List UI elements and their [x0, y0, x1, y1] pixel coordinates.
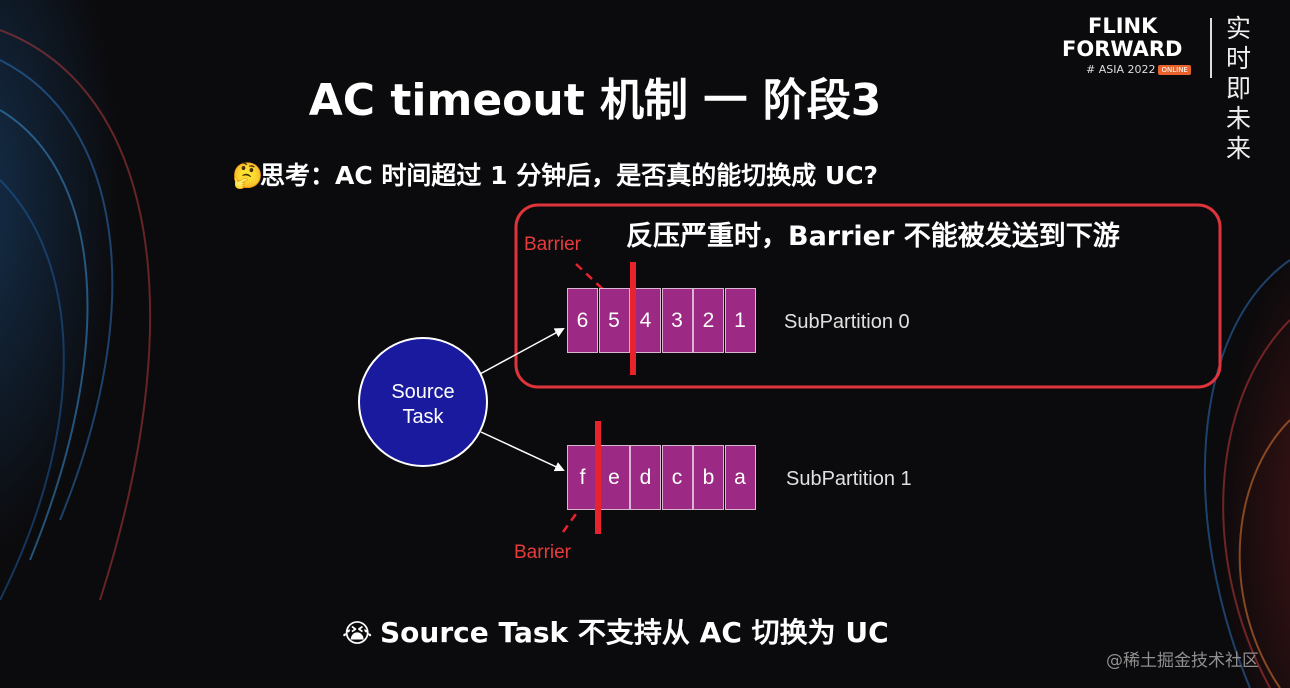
subpartition1-cell: b	[693, 445, 724, 510]
callout-text: 反压严重时，Barrier 不能被发送到下游	[626, 221, 1120, 252]
subpartition1-cell: a	[724, 445, 756, 510]
brand-line1: FLINK	[1088, 14, 1158, 38]
question-line: 🤔思考：AC 时间超过 1 分钟后，是否真的能切换成 UC?	[232, 156, 878, 192]
background-swirls	[0, 29, 1290, 688]
subpartition0-cell: 1	[724, 288, 756, 353]
subpartition0-cell: 6	[567, 288, 598, 353]
conclusion-text: Source Task 不支持从 AC 切换为 UC	[380, 616, 889, 649]
watermark: @稀土掘金技术社区	[1106, 651, 1259, 671]
brand-tagline: 实时即未来	[1226, 14, 1252, 163]
brand-badge: ONLINE	[1158, 65, 1191, 75]
subpartition0-cell: 5	[598, 288, 630, 353]
barrier1-label: Barrier	[514, 542, 572, 563]
subpartition0-label: SubPartition 0	[784, 311, 910, 333]
barrier0-label: Barrier	[524, 234, 582, 255]
question-text: 思考：AC 时间超过 1 分钟后，是否真的能切换成 UC?	[260, 161, 879, 190]
barrier1-bar	[595, 421, 601, 534]
brand-line2: FORWARD	[1062, 37, 1183, 61]
source-task-label-line2: Task	[402, 406, 444, 428]
conclusion-line: 😭Source Task 不支持从 AC 切换为 UC	[342, 611, 889, 651]
subpartition1-cell: e	[598, 445, 630, 510]
barrier0-bar	[630, 262, 636, 375]
subpartition0-cell: 3	[661, 288, 693, 353]
source-task-label-line1: Source	[391, 381, 455, 403]
brand-divider	[1210, 18, 1212, 78]
subpartition0-cell: 2	[693, 288, 724, 353]
crying-face-icon: 😭	[342, 619, 373, 649]
slide-title: AC timeout 机制 一 阶段3	[308, 75, 882, 126]
subpartition1-cell: f	[567, 445, 598, 510]
arrow-to-subpartition0	[479, 328, 565, 375]
highlight-box	[514, 203, 1222, 389]
source-task-node	[358, 337, 488, 467]
arrow-to-subpartition1	[480, 431, 565, 472]
subpartition1-cell: d	[630, 445, 661, 510]
subpartition1-label: SubPartition 1	[786, 468, 912, 490]
thinking-face-icon: 🤔	[232, 161, 264, 190]
brand-event: # ASIA 2022	[1086, 63, 1156, 76]
subpartition1-cell: c	[661, 445, 693, 510]
